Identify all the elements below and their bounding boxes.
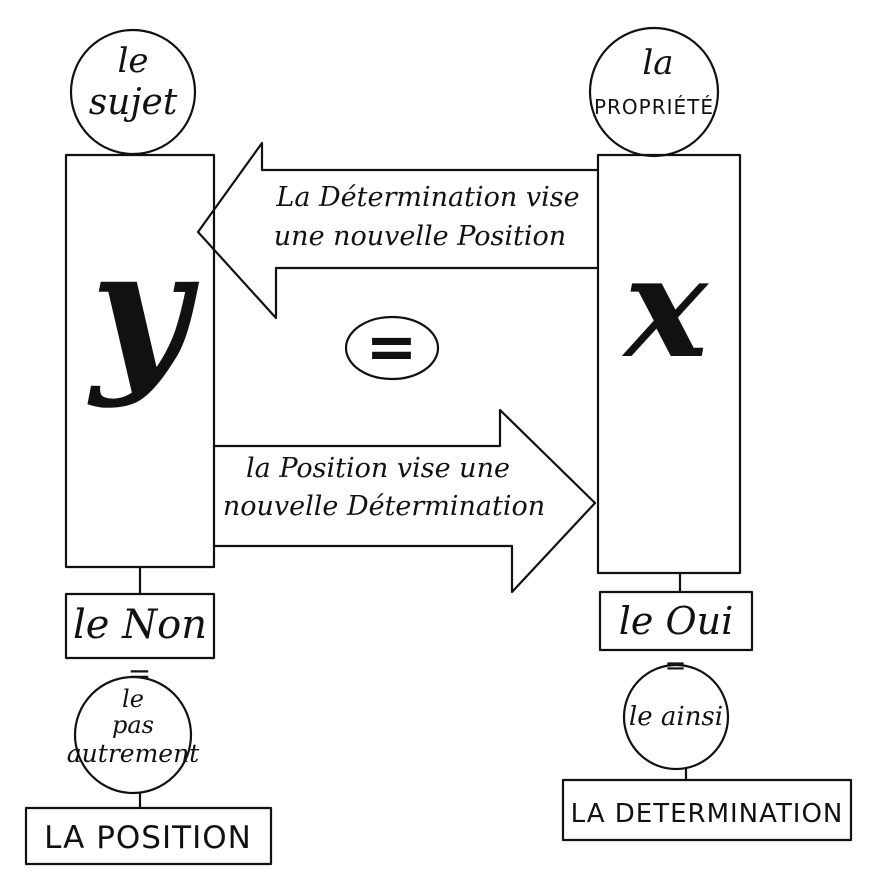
left-top-circle-line-1: le xyxy=(118,41,149,81)
right-top-circle-line-2: PROPRIÉTÉ xyxy=(594,95,714,119)
right-top-circle-line-1: la xyxy=(642,43,673,83)
arrow-to-right: la Position vise une nouvelle Déterminat… xyxy=(212,408,597,594)
right-label-box xyxy=(598,590,754,652)
left-equals-small: = xyxy=(128,657,152,690)
arrow-right-outline xyxy=(212,408,597,594)
right-bottom-circle-text: le ainsi xyxy=(629,702,723,732)
center-equals-sign: = xyxy=(344,310,440,383)
arrow-left-text-line-1: La Détermination vise xyxy=(275,182,579,213)
left-bottom-box xyxy=(24,806,273,866)
arrow-left-outline xyxy=(196,141,600,320)
right-label-text: le Oui xyxy=(619,599,734,643)
left-column: le sujet y le Non = le pas autrement LA … xyxy=(24,28,273,866)
left-bottom-circle-line-3: autrement xyxy=(67,739,200,768)
right-bottom-box xyxy=(561,778,853,842)
left-variable-y: y xyxy=(87,211,200,411)
right-column-bar xyxy=(596,153,742,575)
left-bottom-circle xyxy=(73,675,193,795)
arrow-right-text-line-2: nouvelle Détermination xyxy=(223,491,545,522)
right-variable-x: x xyxy=(621,226,709,390)
left-bottom-circle-line-2: pas xyxy=(112,711,154,739)
center-equals-oval xyxy=(344,315,440,381)
left-label-text: le Non xyxy=(73,602,207,648)
arrow-left-text-line-2: une nouvelle Position xyxy=(274,221,566,252)
right-bottom-box-text: LA DETERMINATION xyxy=(571,799,844,829)
center-equals-text: = xyxy=(366,310,419,383)
arrow-to-left: La Détermination vise une nouvelle Posit… xyxy=(196,141,600,320)
left-bottom-circle-line-1: le xyxy=(122,685,144,713)
right-bottom-circle xyxy=(622,663,730,771)
left-top-circle-line-2: sujet xyxy=(89,82,178,123)
left-bottom-box-text: LA POSITION xyxy=(44,820,252,856)
arrow-right-text-line-1: la Position vise une xyxy=(246,453,510,484)
right-column: la PROPRIÉTÉ x le Oui = le ainsi LA DETE… xyxy=(561,26,853,842)
left-label-box xyxy=(64,592,216,660)
